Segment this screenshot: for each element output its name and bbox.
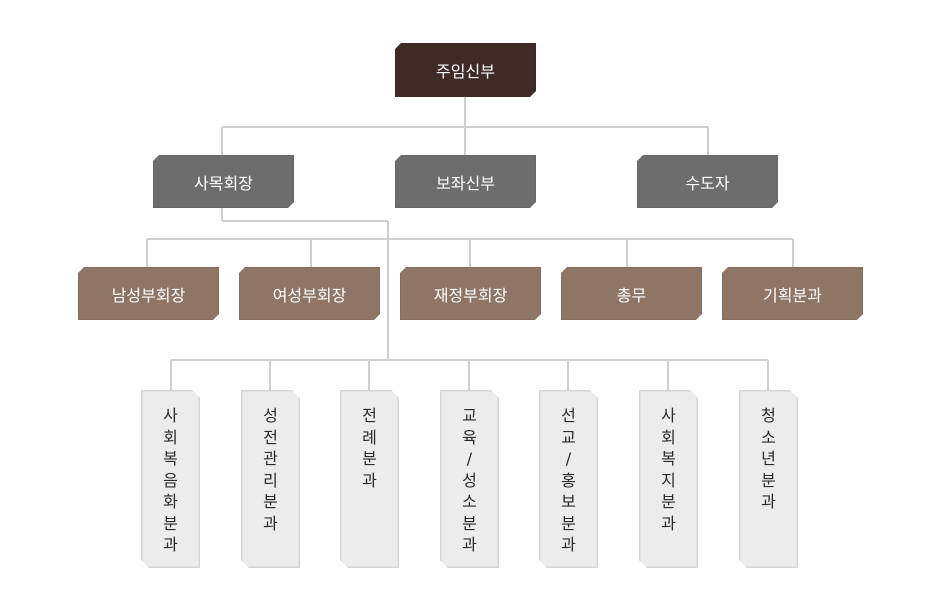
level2-label: 수도자 bbox=[685, 173, 730, 193]
level3-box-5: 기획분과 bbox=[722, 267, 863, 320]
level3-label: 기획분과 bbox=[763, 285, 822, 305]
level3-box-4: 총무 bbox=[561, 267, 702, 320]
level3-label: 재정부회장 bbox=[433, 285, 508, 305]
pastor-label: 주임신부 bbox=[436, 62, 495, 81]
level2-label: 사목회장 bbox=[194, 173, 253, 193]
level3-label: 남성부회장 bbox=[111, 285, 186, 305]
level3-label: 여성부회장 bbox=[272, 285, 347, 305]
level2-label: 보좌신부 bbox=[436, 173, 495, 193]
pastoral-council-president-box: 사목회장 bbox=[153, 155, 294, 208]
religious-box: 수도자 bbox=[637, 155, 778, 208]
pastor-box: 주임신부 bbox=[395, 43, 536, 97]
level3-box-3: 재정부회장 bbox=[400, 267, 541, 320]
level3-label: 총무 bbox=[616, 285, 647, 305]
level3-box-1: 남성부회장 bbox=[78, 267, 219, 320]
level3-box-2: 여성부회장 bbox=[239, 267, 380, 320]
assistant-priest-box: 보좌신부 bbox=[395, 155, 536, 208]
